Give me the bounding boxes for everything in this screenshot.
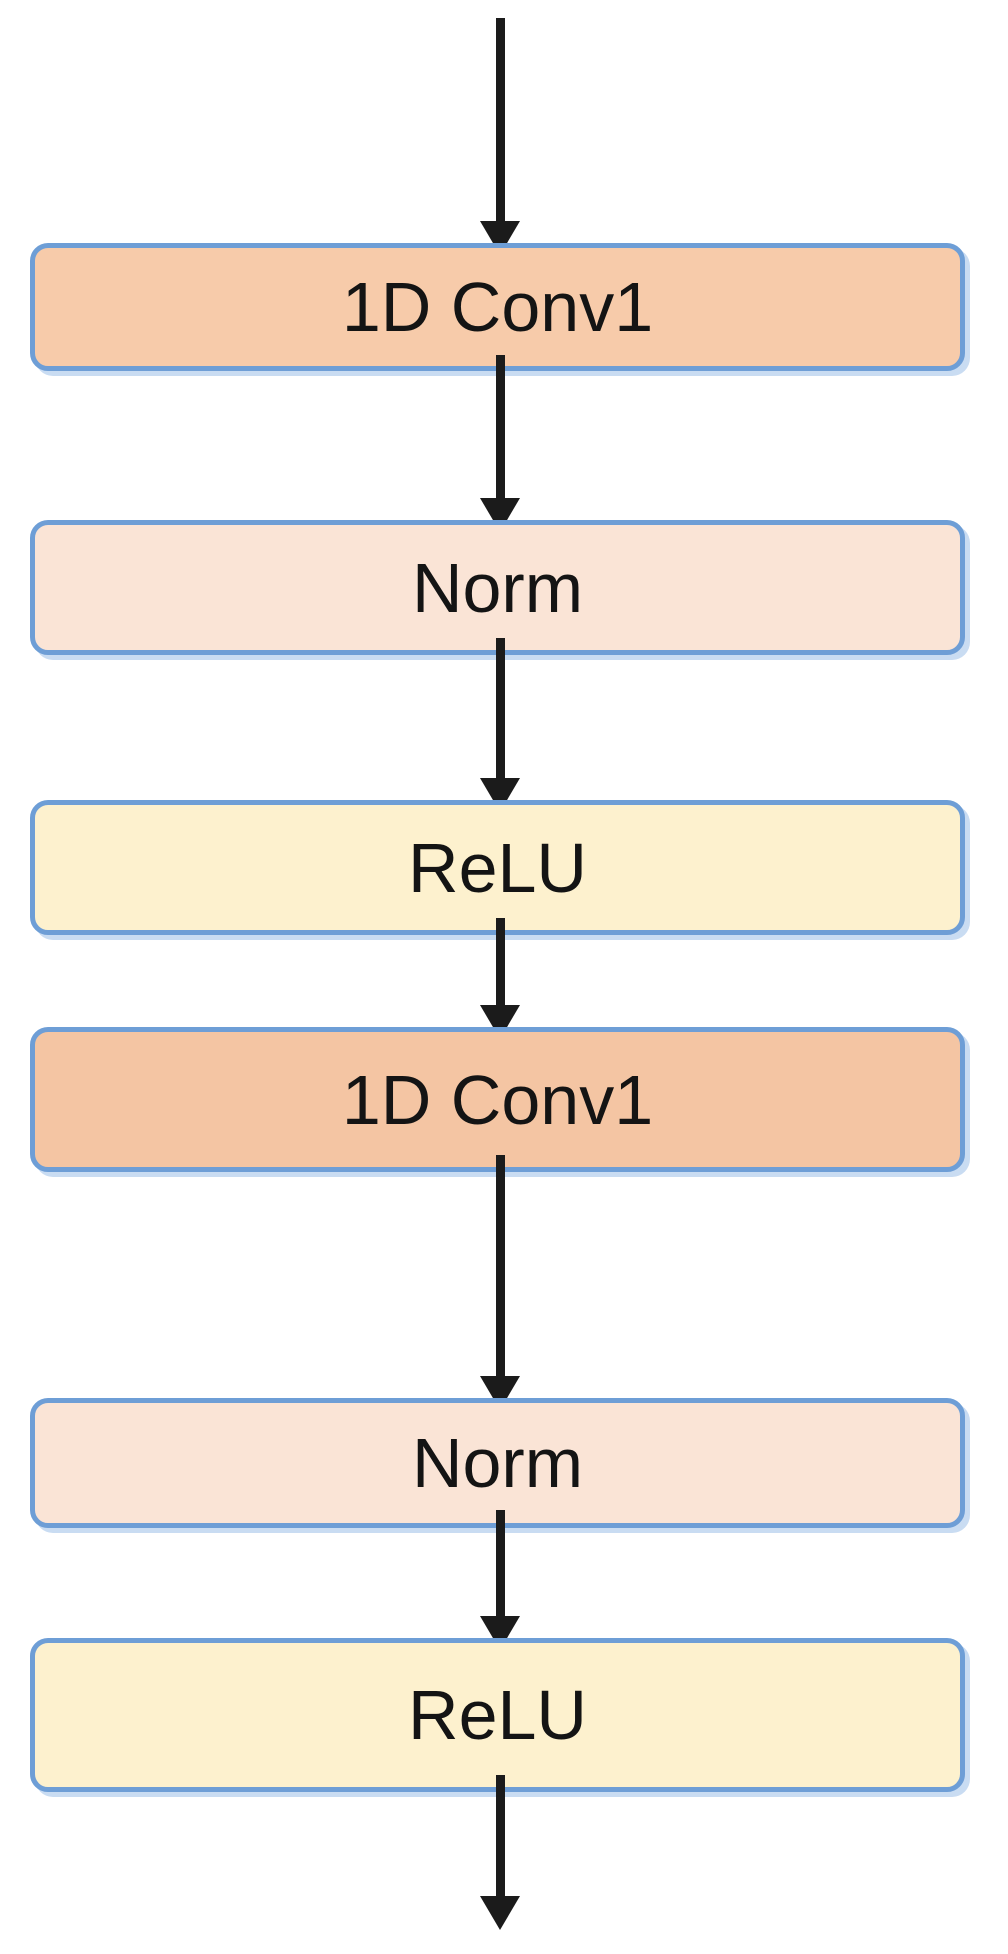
node-relu-first: ReLU (30, 800, 965, 935)
arrow-shaft (496, 638, 505, 782)
arrowhead-icon (480, 1896, 520, 1930)
node-label: 1D Conv1 (341, 1060, 654, 1139)
arrow-down-icon (480, 1510, 520, 1650)
exit-arrow-down-icon (480, 1775, 520, 1930)
arrow-shaft (496, 918, 505, 1009)
arrow-down-icon (480, 1155, 520, 1410)
node-label: ReLU (408, 1676, 587, 1754)
arrow-down-icon (480, 918, 520, 1039)
arrow-shaft (496, 1155, 505, 1380)
arrow-shaft (496, 1510, 505, 1620)
arrow-shaft (496, 1775, 505, 1900)
node-norm-first: Norm (30, 520, 965, 655)
node-label: Norm (411, 1424, 584, 1502)
arrow-shaft (496, 355, 505, 502)
node-1d-conv1-first: 1D Conv1 (30, 243, 965, 371)
node-1d-conv1-second: 1D Conv1 (30, 1027, 965, 1172)
node-relu-second: ReLU (30, 1638, 965, 1792)
node-label: Norm (411, 548, 584, 627)
node-label: ReLU (408, 828, 587, 907)
node-label: 1D Conv1 (341, 268, 654, 346)
arrow-down-icon (480, 638, 520, 812)
arrow-down-icon (480, 355, 520, 532)
node-norm-second: Norm (30, 1398, 965, 1528)
arrow-shaft (496, 18, 505, 225)
entry-arrow-down-icon (480, 18, 520, 255)
